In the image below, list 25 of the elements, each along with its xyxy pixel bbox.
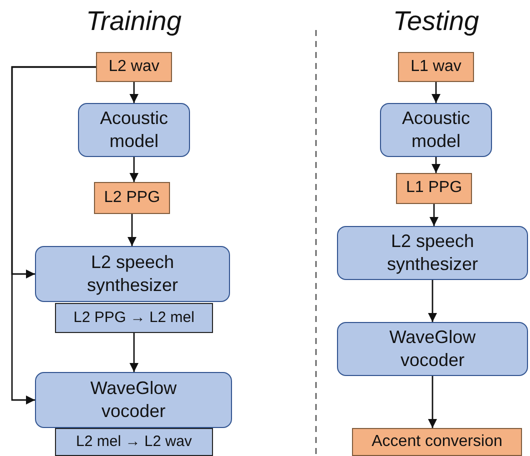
arrow [128,214,136,246]
data-box: L1 PPG [396,173,472,204]
data-box: L1 wav [398,52,474,82]
arrow [130,82,138,103]
module-box: L2 speech synthesizer [337,226,528,280]
arrow [428,280,437,322]
column-heading: Testing [393,6,480,37]
mapping-box: L2 PPG → L2 mel [55,303,213,333]
data-box: L2 PPG [94,182,170,214]
column-heading: Training [86,6,182,37]
module-box: L2 speech synthesizer [35,246,230,302]
arrow [11,66,96,404]
module-box: Acoustic model [78,103,190,157]
mapping-box: L2 mel → L2 wav [55,428,213,456]
arrow [432,82,440,103]
data-box: Accent conversion [352,428,522,456]
arrow [428,376,437,428]
module-box: WaveGlow vocoder [337,322,528,376]
arrow [130,157,138,182]
arrow [130,333,138,372]
module-box: WaveGlow vocoder [35,372,232,428]
data-box: L2 wav [96,52,172,82]
arrow [430,204,438,226]
module-box: Acoustic model [380,103,492,157]
arrow [432,157,440,173]
